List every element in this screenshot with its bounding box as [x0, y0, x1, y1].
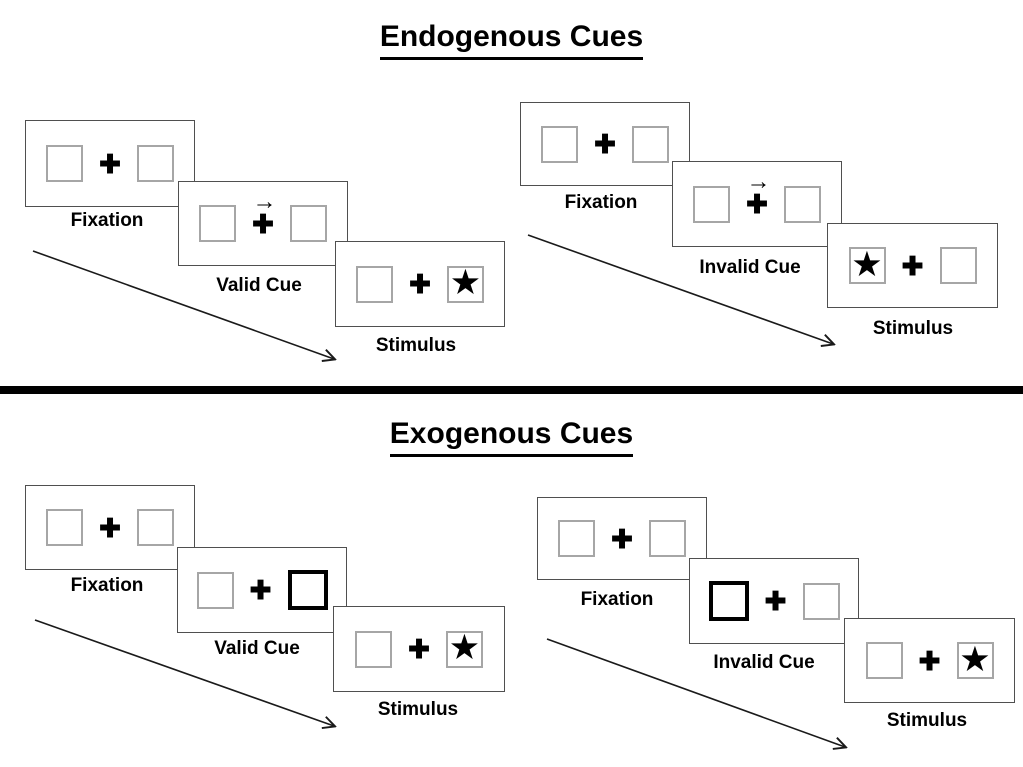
stimulus-panel: ✚ ★ [844, 618, 1015, 703]
left-box [46, 509, 83, 546]
arrow-right-icon: → [252, 187, 277, 215]
panel-label: Valid Cue [216, 275, 302, 296]
fixation-cross-icon: ✚ [594, 129, 616, 159]
left-box [355, 630, 392, 668]
right-box [137, 145, 174, 182]
left-box [356, 265, 393, 303]
star-icon: ★ [959, 639, 991, 679]
panel-label: Valid Cue [214, 638, 300, 659]
fixation-panel: ✚ [537, 497, 707, 580]
fixation-panel: ✚ [25, 120, 195, 207]
right-box [632, 125, 669, 163]
star-icon: ★ [851, 244, 883, 284]
arrow-right-icon: → [746, 168, 771, 195]
fixation-cross-icon: ✚ [918, 645, 941, 676]
fixation-cross-icon: ✚ [409, 269, 431, 299]
fixation-cross-icon: ✚ [249, 575, 272, 605]
invalid-cue-panel: ✚ [689, 558, 859, 644]
stimulus-star-box: ★ [446, 628, 483, 668]
star-icon: ★ [448, 628, 481, 667]
fixation-cross-icon: ✚ [746, 189, 768, 219]
fixation-cross-icon: ✚ [408, 634, 430, 664]
panel-label: Stimulus [377, 699, 459, 720]
star-icon: ★ [449, 263, 482, 302]
fixation-panel: ✚ [25, 485, 195, 570]
fixation-cross-icon: ✚ [99, 148, 121, 179]
exogenous-title: Exogenous Cues [0, 417, 1023, 457]
fixation-cross-icon: ✚ [99, 512, 121, 543]
panel-label: Fixation [564, 192, 638, 213]
stimulus-panel: ✚ ★ [335, 241, 505, 327]
panel-label: Fixation [70, 575, 144, 596]
left-box [199, 205, 236, 242]
fixation-cross-icon: ✚ [252, 208, 274, 239]
left-box [541, 125, 578, 163]
panel-label: Fixation [580, 589, 654, 610]
left-box [693, 185, 730, 223]
cue-highlight-box [287, 570, 328, 610]
timeline-arrow [546, 638, 855, 755]
left-box [196, 571, 234, 609]
stimulus-star-box: ★ [447, 263, 484, 303]
panel-label: Fixation [70, 210, 144, 231]
stimulus-panel: ★ ✚ [827, 223, 998, 308]
stimulus-panel: ✚ ★ [333, 606, 505, 692]
timeline-arrow [527, 234, 843, 352]
timeline-arrow [32, 250, 344, 368]
right-box [939, 247, 977, 284]
right-box [649, 520, 686, 557]
valid-cue-panel: ✚ [177, 547, 347, 633]
timeline-arrow [34, 619, 344, 734]
stimulus-star-box: ★ [848, 244, 886, 284]
right-box [802, 582, 840, 620]
fixation-cross-icon: ✚ [901, 250, 924, 281]
fixation-cross-icon: ✚ [611, 523, 633, 554]
left-box [46, 145, 83, 182]
right-box [137, 509, 174, 546]
section-divider [0, 386, 1023, 394]
valid-cue-panel: → ✚ [178, 181, 348, 266]
right-box [290, 205, 327, 242]
invalid-cue-panel: → ✚ [672, 161, 842, 247]
panel-label: Stimulus [375, 335, 457, 356]
endogenous-title: Endogenous Cues [0, 20, 1023, 60]
fixation-panel: ✚ [520, 102, 690, 186]
panel-label: Stimulus [872, 318, 954, 339]
panel-label: Invalid Cue [713, 652, 815, 673]
left-box [558, 520, 595, 557]
panel-label: Stimulus [886, 710, 968, 731]
cue-highlight-box [708, 581, 749, 621]
stimulus-star-box: ★ [956, 639, 994, 679]
right-box [784, 185, 821, 223]
panel-label: Invalid Cue [699, 257, 801, 278]
fixation-cross-icon: ✚ [764, 586, 787, 616]
left-box [865, 642, 903, 679]
